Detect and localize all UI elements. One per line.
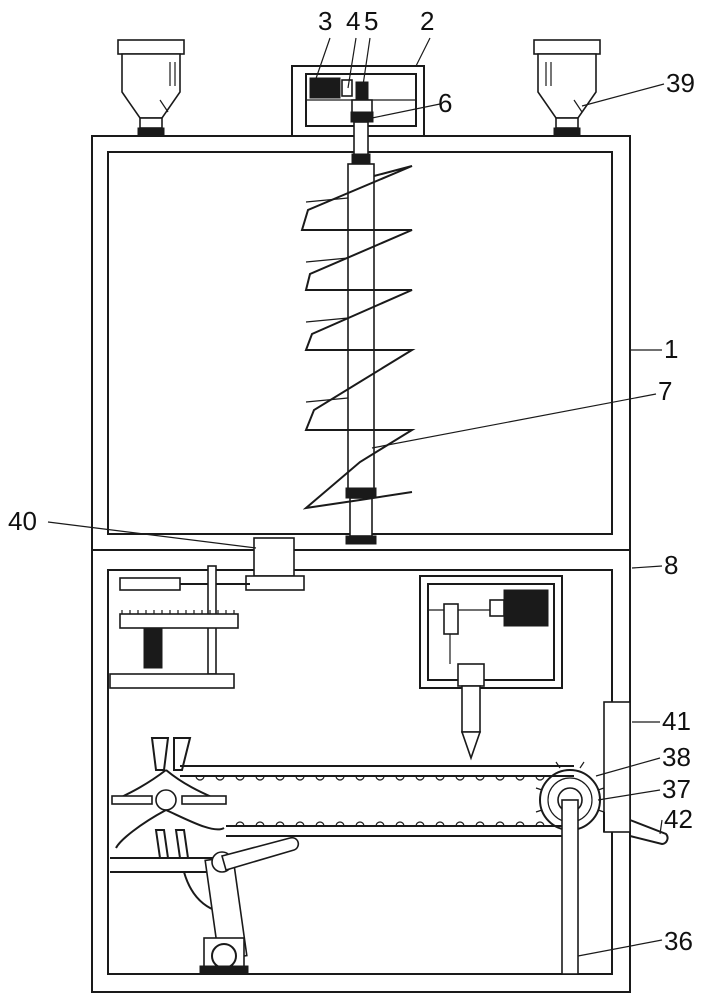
part-labels: 3 4 5 2 6 39 1 7 40 8 41 38 37 42 36 xyxy=(8,6,695,956)
leader-lines xyxy=(47,37,665,957)
screw-shaft xyxy=(345,121,377,545)
conveyor-belt xyxy=(180,765,574,837)
label-5: 5 xyxy=(364,6,378,36)
label-2: 2 xyxy=(420,6,434,36)
discharge-chute xyxy=(245,537,305,591)
spiral-blade xyxy=(300,165,416,510)
left-hopper xyxy=(117,39,185,137)
cutter-unit xyxy=(419,575,563,761)
label-36: 36 xyxy=(664,926,693,956)
label-8: 8 xyxy=(664,550,678,580)
label-42: 42 xyxy=(664,804,693,834)
label-38: 38 xyxy=(662,742,691,772)
motor-housing xyxy=(291,65,425,137)
sprocket-assembly xyxy=(535,761,605,975)
rotor-assembly xyxy=(110,737,300,975)
label-4: 4 xyxy=(346,6,360,36)
label-3: 3 xyxy=(318,6,332,36)
label-1: 1 xyxy=(664,334,678,364)
label-41: 41 xyxy=(662,706,691,736)
side-box xyxy=(603,701,669,846)
label-40: 40 xyxy=(8,506,37,536)
label-37: 37 xyxy=(662,774,691,804)
right-hopper xyxy=(533,39,601,137)
gear-mechanism xyxy=(109,565,250,689)
label-39: 39 xyxy=(666,68,695,98)
label-7: 7 xyxy=(658,376,672,406)
label-6: 6 xyxy=(438,88,452,118)
